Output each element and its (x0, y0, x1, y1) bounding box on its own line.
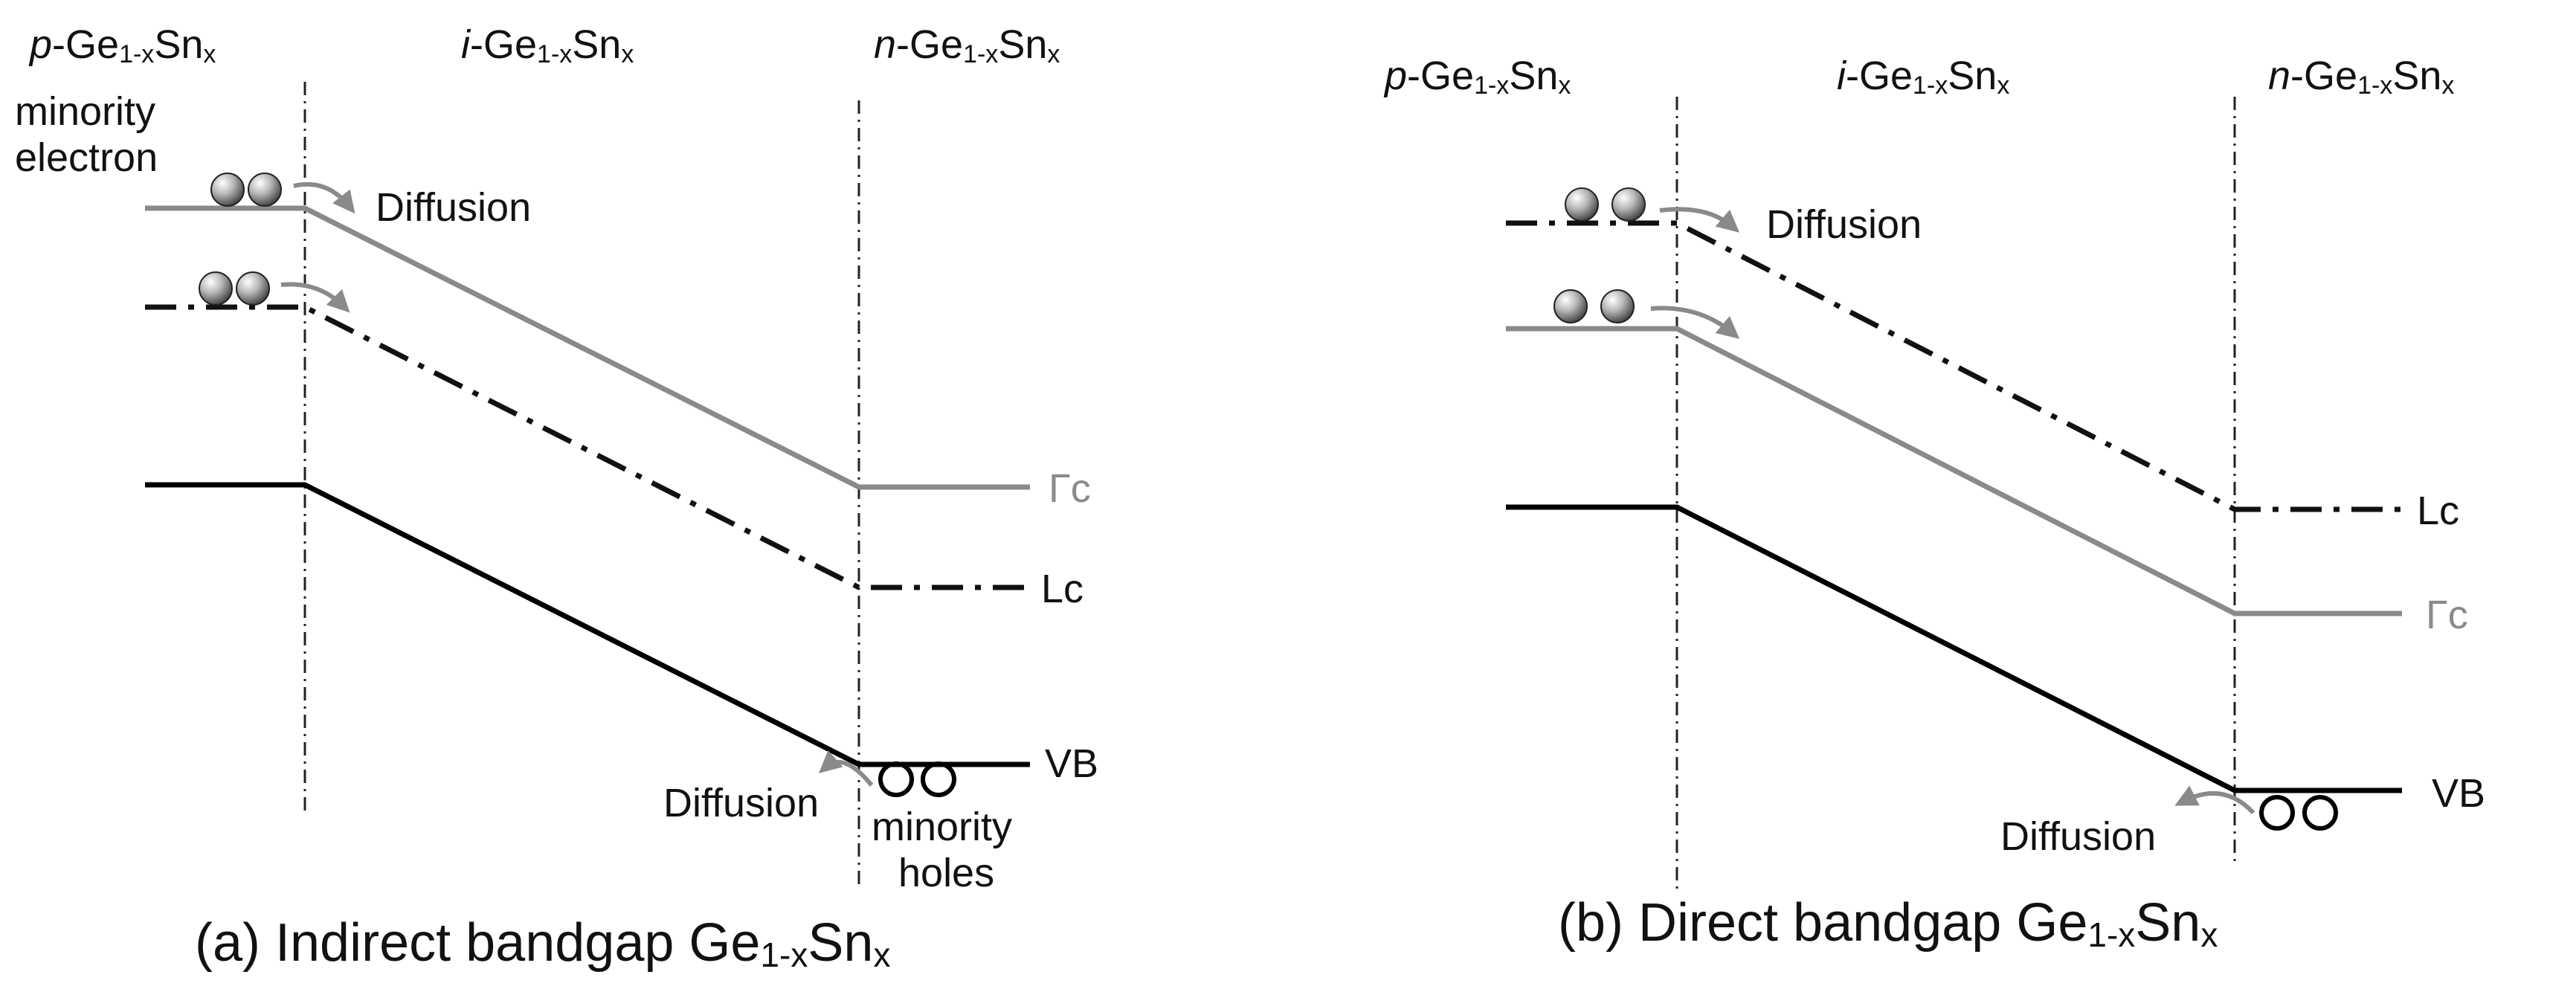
gamma-band-label: Γc (2426, 593, 2468, 637)
panel-b: p-Ge1-xSnx i-Ge1-xSnx n-Ge1-xSnx Lc Γc V… (1383, 54, 2485, 954)
caption-a: (a) Indirect bandgap Ge1-xSnx (195, 913, 890, 974)
region-label-p: p-Ge1-xSnx (1383, 54, 1571, 100)
electron (248, 173, 282, 207)
l-conduction-band (145, 304, 1030, 590)
diffusion-arrow-top (1659, 207, 1740, 233)
vb-band-label: VB (1045, 741, 1098, 786)
diffusion-label-bottom: Diffusion (663, 781, 819, 825)
diffusion-arrow-top (293, 181, 355, 214)
region-label-i: i-Ge1-xSnx (1837, 54, 2009, 100)
valence-band (145, 482, 1030, 767)
electron (210, 173, 245, 207)
minority-holes-label-line1: minority (872, 805, 1012, 849)
electron (1600, 289, 1635, 323)
hole (878, 761, 914, 797)
valence-band (1506, 504, 2402, 793)
minority-electron-label-line1: minority (15, 89, 155, 134)
diffusion-arrow-holes (2174, 785, 2255, 815)
diffusion-arrow-holes (818, 750, 874, 787)
electron (1611, 187, 1646, 222)
region-label-p: p-Ge1-xSnx (28, 22, 216, 68)
diffusion-arrow-middle (280, 282, 350, 313)
hole (2302, 795, 2338, 831)
panel-a: p-Ge1-xSnx i-Ge1-xSnx n-Ge1-xSnx Γc Lc V… (15, 22, 1098, 974)
hole (2259, 795, 2295, 831)
l-band-label: Lc (2417, 489, 2459, 533)
diffusion-label-top: Diffusion (376, 185, 531, 230)
l-conduction-band (1506, 220, 2402, 512)
vb-band-label: VB (2432, 771, 2485, 816)
caption-b: (b) Direct bandgap Ge1-xSnx (1558, 893, 2218, 954)
l-band-label: Lc (1041, 567, 1083, 611)
electron (236, 271, 270, 306)
gamma-band-label: Γc (1049, 466, 1091, 511)
gamma-conduction-band (145, 205, 1030, 490)
minority-electron-label-line2: electron (15, 135, 158, 180)
minority-holes-label-line2: holes (898, 851, 994, 895)
gamma-conduction-band (1506, 326, 2402, 616)
electron (1553, 289, 1588, 323)
region-label-n: n-Ge1-xSnx (874, 22, 1060, 68)
region-label-n: n-Ge1-xSnx (2268, 54, 2454, 100)
diffusion-label-top: Diffusion (1766, 202, 1922, 247)
diffusion-label-bottom: Diffusion (2000, 814, 2156, 859)
diffusion-arrow-middle (1650, 306, 1740, 339)
hole (921, 761, 956, 797)
electron (1565, 187, 1599, 222)
electron (199, 271, 233, 306)
region-label-i: i-Ge1-xSnx (461, 22, 634, 68)
